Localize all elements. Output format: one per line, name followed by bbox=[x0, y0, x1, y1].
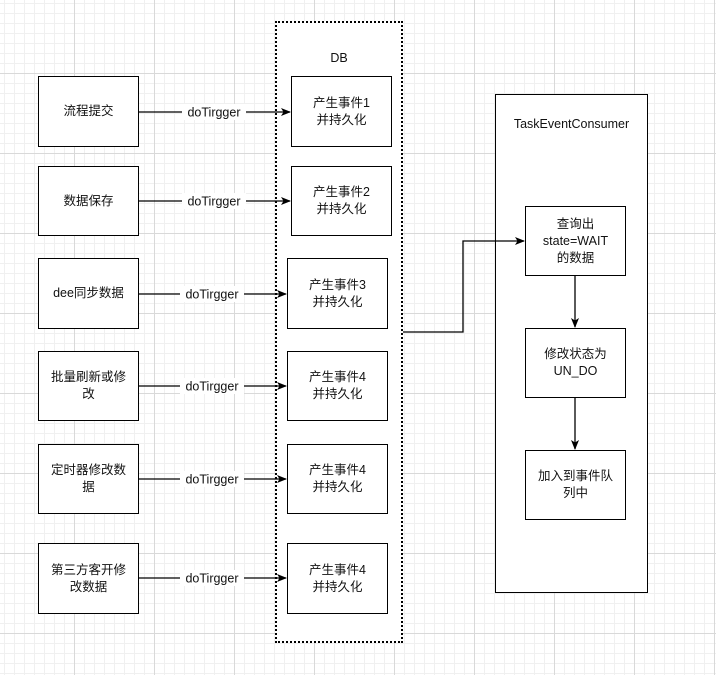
edge-label-bg-1 bbox=[182, 104, 246, 120]
event-box-1[interactable]: 产生事件1 并持久化 bbox=[291, 76, 392, 147]
edge-label-bg-3 bbox=[180, 286, 244, 302]
source-box-dee-sync[interactable]: dee同步数据 bbox=[38, 258, 139, 329]
edge-label-bg-5 bbox=[180, 471, 244, 487]
source-box-batch-refresh[interactable]: 批量刷新或修 改 bbox=[38, 351, 139, 421]
edge-label-6: doTirgger bbox=[185, 572, 238, 586]
edge-label-1: doTirgger bbox=[187, 106, 240, 120]
consumer-title: TaskEventConsumer bbox=[513, 117, 630, 131]
event-box-5[interactable]: 产生事件4 并持久化 bbox=[287, 444, 388, 514]
edge-label-3: doTirgger bbox=[185, 288, 238, 302]
event-box-6[interactable]: 产生事件4 并持久化 bbox=[287, 543, 388, 614]
event-box-3[interactable]: 产生事件3 并持久化 bbox=[287, 258, 388, 329]
source-box-data-save[interactable]: 数据保存 bbox=[38, 166, 139, 236]
edge-label-2: doTirgger bbox=[187, 195, 240, 209]
db-title: DB bbox=[330, 51, 348, 65]
event-box-2[interactable]: 产生事件2 并持久化 bbox=[291, 166, 392, 236]
edge-label-4: doTirgger bbox=[185, 380, 238, 394]
consumer-step-enqueue[interactable]: 加入到事件队 列中 bbox=[525, 450, 626, 520]
edge-db-to-consumer bbox=[403, 237, 525, 333]
edge-label-bg-4 bbox=[180, 378, 244, 394]
source-box-third-party-modify[interactable]: 第三方客开修 改数据 bbox=[38, 543, 139, 614]
source-box-timer-modify[interactable]: 定时器修改数 据 bbox=[38, 444, 139, 514]
event-box-4[interactable]: 产生事件4 并持久化 bbox=[287, 351, 388, 421]
consumer-step-set-undo[interactable]: 修改状态为 UN_DO bbox=[525, 328, 626, 398]
source-box-process-submit[interactable]: 流程提交 bbox=[38, 76, 139, 147]
edge-label-bg-2 bbox=[182, 193, 246, 209]
consumer-step-query-wait[interactable]: 查询出 state=WAIT 的数据 bbox=[525, 206, 626, 276]
edge-label-bg-6 bbox=[180, 570, 244, 586]
edge-label-5: doTirgger bbox=[185, 473, 238, 487]
